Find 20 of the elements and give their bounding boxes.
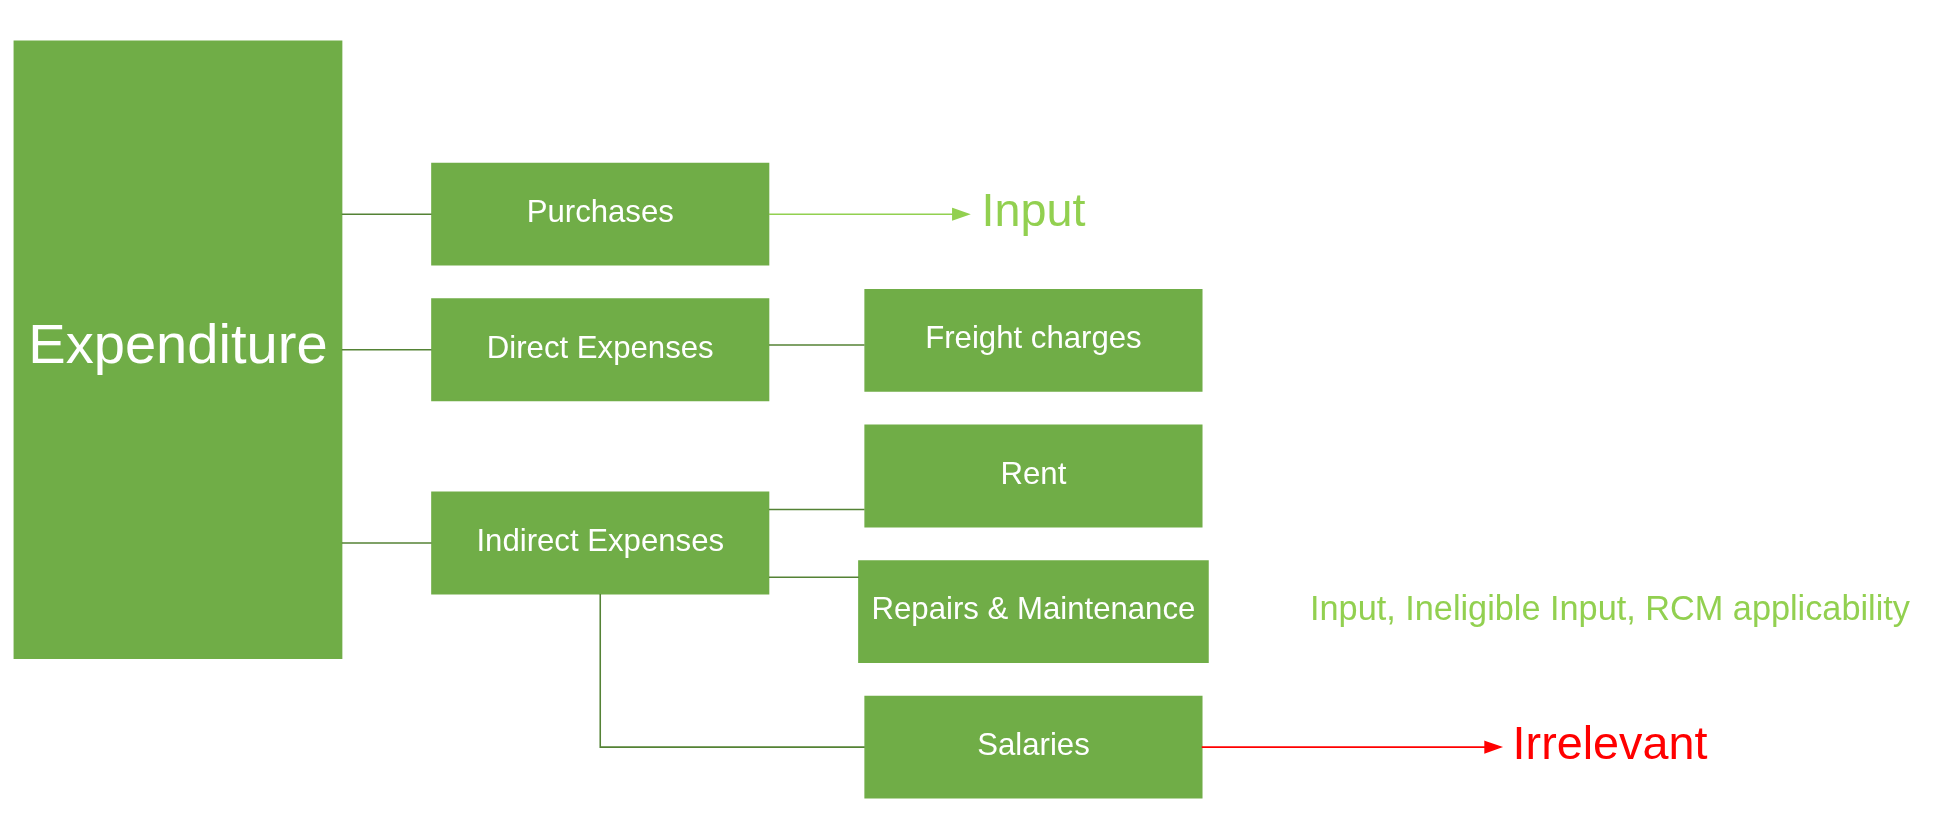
node-box: Purchases: [431, 162, 770, 266]
node-text: Irrelevant: [1512, 716, 1708, 769]
connector: [341, 213, 433, 215]
label: Input, Ineligible Input, RCM applicability: [1310, 589, 1910, 628]
connector: [768, 508, 866, 511]
arrow: [768, 207, 971, 221]
node-text: Input: [981, 183, 1086, 236]
connector: [599, 593, 866, 748]
connector: [341, 349, 433, 351]
node-box: Indirect Expenses: [431, 491, 770, 595]
node-box: Salaries: [864, 695, 1203, 799]
connector: [768, 576, 860, 579]
arrow: [1200, 740, 1504, 754]
node-box: Repairs & Maintenance: [858, 560, 1209, 663]
connector: [768, 344, 866, 346]
node-box: Rent: [864, 424, 1203, 528]
node-box: Freight charges: [864, 289, 1203, 392]
connector: [341, 542, 433, 544]
node-box: Direct Expenses: [431, 298, 770, 402]
node-box: Expenditure: [13, 40, 343, 660]
